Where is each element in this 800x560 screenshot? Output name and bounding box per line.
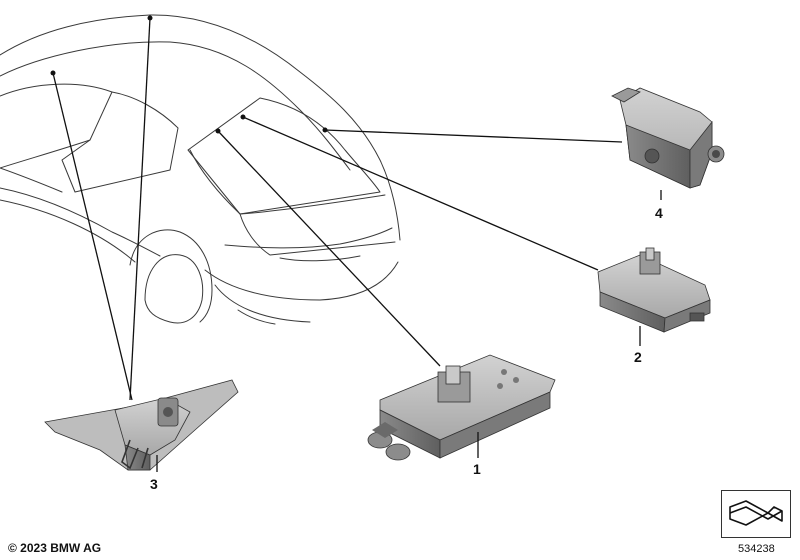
part-4-antenna-module[interactable] bbox=[611, 87, 725, 189]
part-3-antenna-bracket[interactable] bbox=[44, 379, 239, 471]
callout-2[interactable]: 2 bbox=[634, 349, 642, 365]
leader-lines bbox=[50, 15, 662, 472]
part-2-control-unit[interactable] bbox=[597, 247, 711, 333]
callout-3[interactable]: 3 bbox=[150, 476, 158, 492]
car-outline bbox=[0, 14, 401, 325]
callout-1[interactable]: 1 bbox=[473, 461, 481, 477]
diagram-number: 534238 bbox=[738, 543, 775, 555]
arrow-step-icon bbox=[729, 500, 783, 526]
navigation-box[interactable] bbox=[721, 490, 791, 538]
part-1-control-unit[interactable] bbox=[367, 354, 556, 461]
copyright-text: © 2023 BMW AG bbox=[8, 541, 102, 555]
callout-4[interactable]: 4 bbox=[655, 205, 663, 221]
